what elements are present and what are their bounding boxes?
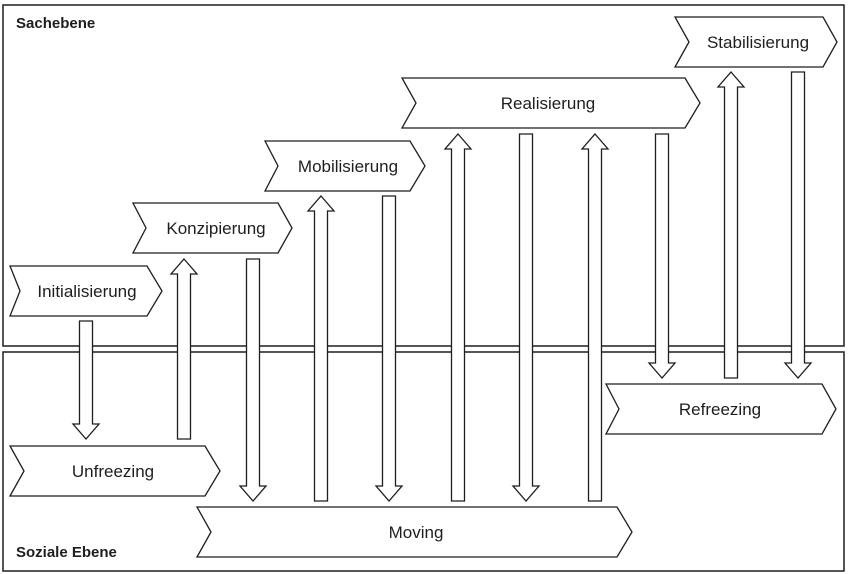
- arrow-up-5: [716, 71, 746, 379]
- social-moving-label: Moving: [389, 523, 444, 542]
- arrow-up-4: [580, 133, 610, 502]
- sachebene-label: Sachebene: [16, 15, 95, 32]
- arrow-down-5: [647, 133, 677, 379]
- social-unfreezing-label: Unfreezing: [72, 462, 154, 481]
- social-refreezing-label: Refreezing: [679, 400, 761, 419]
- phase-initialisierung-label: Initialisierung: [37, 282, 136, 301]
- phase-realisierung-label: Realisierung: [501, 94, 596, 113]
- arrow-down-3: [374, 195, 404, 502]
- arrow-down-1: [71, 320, 101, 440]
- phase-stabilisierung-label: Stabilisierung: [707, 33, 809, 52]
- phase-mobilisierung-label: Mobilisierung: [298, 157, 398, 176]
- soziale-ebene-label: Soziale Ebene: [16, 544, 117, 561]
- arrows-layer: [71, 71, 813, 502]
- arrow-up-3: [443, 133, 473, 502]
- social-refreezing: Refreezing: [604, 383, 837, 435]
- arrow-down-2: [238, 258, 268, 502]
- phase-mobilisierung: Mobilisierung: [263, 140, 426, 192]
- social-unfreezing: Unfreezing: [8, 445, 221, 497]
- phase-konzipierung-label: Konzipierung: [166, 219, 265, 238]
- arrow-down-6: [783, 71, 813, 379]
- phase-stabilisierung: Stabilisierung: [673, 16, 838, 68]
- phase-initialisierung: Initialisierung: [9, 265, 163, 317]
- phase-konzipierung: Konzipierung: [131, 202, 293, 254]
- social-moving: Moving: [195, 506, 633, 558]
- phase-realisierung: Realisierung: [400, 77, 701, 129]
- arrow-up-2: [306, 195, 336, 502]
- arrow-up-1: [169, 258, 199, 440]
- arrow-down-4: [511, 133, 541, 502]
